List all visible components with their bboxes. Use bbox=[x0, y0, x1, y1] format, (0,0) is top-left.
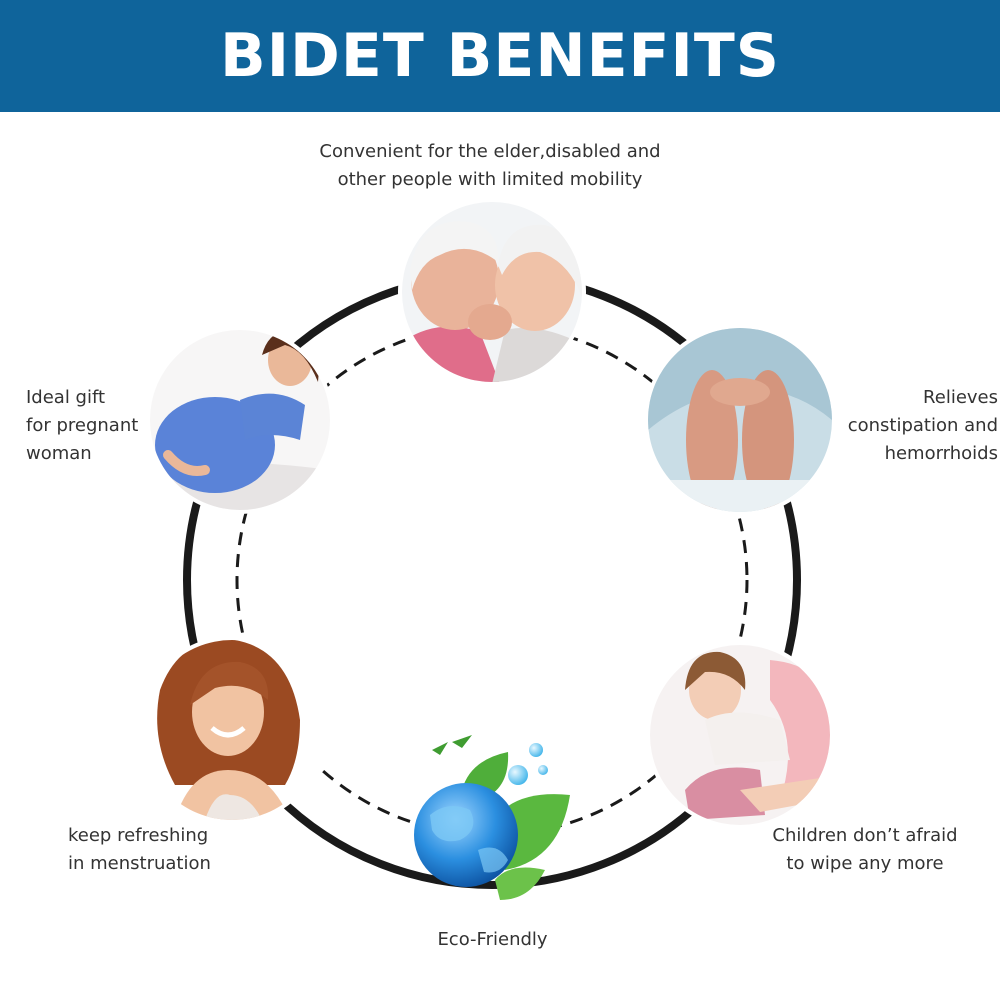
globe-leaves-icon bbox=[414, 735, 570, 900]
caption-line: other people with limited mobility bbox=[337, 169, 643, 190]
caption-line: to wipe any more bbox=[786, 853, 944, 874]
caption-line: Convenient for the elder,disabled and bbox=[319, 141, 661, 162]
caption-line: in menstruation bbox=[68, 853, 211, 874]
caption-line: Eco-Friendly bbox=[437, 929, 548, 950]
child-potty-photo bbox=[646, 641, 834, 829]
pregnant-woman-photo bbox=[146, 326, 334, 514]
smiling-woman-photo bbox=[138, 636, 326, 824]
caption-eco: Eco-Friendly bbox=[380, 926, 605, 954]
header-banner: BIDET BENEFITS bbox=[0, 0, 1000, 112]
caption-line: keep refreshing bbox=[68, 825, 209, 846]
caption-elderly: Convenient for the elder,disabled and ot… bbox=[250, 138, 730, 194]
caption-line: Relieves bbox=[923, 387, 998, 408]
elderly-couple-photo bbox=[398, 198, 586, 386]
caption-line: woman bbox=[26, 443, 92, 464]
caption-line: Ideal gift bbox=[26, 387, 106, 408]
caption-line: for pregnant bbox=[26, 415, 139, 436]
caption-line: constipation and bbox=[847, 415, 998, 436]
caption-line: hemorrhoids bbox=[884, 443, 998, 464]
caption-pregnant: Ideal gift for pregnant woman bbox=[26, 384, 206, 468]
page-title: BIDET BENEFITS bbox=[219, 21, 781, 91]
caption-children: Children don’t afraid to wipe any more bbox=[740, 822, 990, 878]
caption-menstruation: keep refreshing in menstruation bbox=[68, 822, 328, 878]
caption-line: Children don’t afraid bbox=[772, 825, 958, 846]
caption-constipation: Relieves constipation and hemorrhoids bbox=[790, 384, 998, 468]
